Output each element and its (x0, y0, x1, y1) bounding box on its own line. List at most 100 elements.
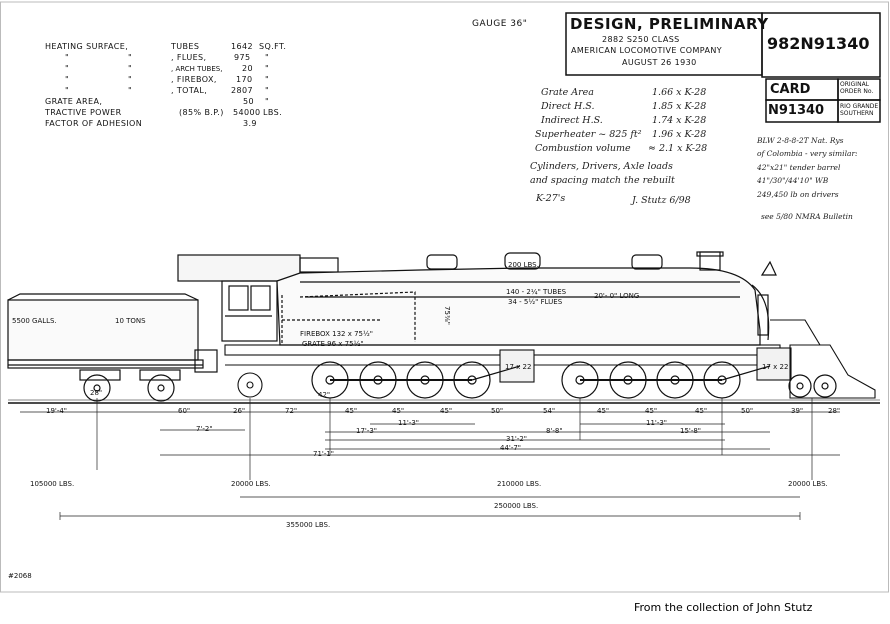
spec-sub: , FIREBOX, (171, 75, 217, 84)
spec-unit: " (265, 64, 270, 73)
front-cylinder-label: 17 x 22 (762, 363, 789, 371)
gauge-label: GAUGE 36" (472, 19, 528, 29)
spec-mid: " (128, 75, 133, 84)
drawing-sheet-number: #2068 (8, 572, 32, 580)
dimension-label: 11'-3" (646, 419, 668, 427)
spec-sub: (85% B.P.) (179, 108, 224, 117)
spec-label: GRATE AREA, (45, 97, 103, 106)
note-value: 1.74 x K-28 (652, 115, 707, 126)
dimension-label: 15'-8" (680, 427, 702, 435)
note-label: Direct H.S. (541, 101, 595, 112)
note-label: Combustion volume (535, 143, 631, 154)
design-class: 2882 S250 CLASS (602, 35, 680, 44)
dimension-label: 44'-7" (500, 444, 522, 452)
side-note-line: of Colombia - very similar: (757, 149, 858, 158)
side-note-line: 41"/30"/44'10" WB (757, 176, 829, 185)
side-note-line: 42"x21" tender barrel (757, 163, 841, 172)
design-date: AUGUST 26 1930 (622, 58, 697, 67)
rear-cylinder-label: 17 x 22 (505, 363, 532, 371)
card-number: N91340 (768, 103, 825, 118)
weight-label: 250000 LBS. (494, 502, 539, 510)
note-value: ≈ 2.1 x K-28 (648, 143, 708, 154)
weight-label: 105000 LBS. (30, 480, 75, 488)
tender-wheel-label: 28" (90, 389, 103, 397)
note-label: Superheater ~ 825 ft² (535, 129, 642, 140)
dimension-label: 50" (491, 407, 504, 415)
side-note-line: BLW 2-8-8-2T Nat. Rys (757, 136, 844, 145)
dimension-label: 72" (285, 407, 298, 415)
locomotive-elevation-drawing (0, 1, 889, 593)
tender (7, 293, 218, 402)
dimension-label: 39" (791, 407, 804, 415)
dimension-label: 45" (597, 407, 610, 415)
dimension-label: 45" (345, 407, 358, 415)
spec-mid: " (128, 64, 133, 73)
spec-label: TRACTIVE POWER (45, 108, 122, 117)
spec-value: 1642 (231, 42, 253, 51)
note-paragraph-line: and spacing match the rebuilt (530, 175, 675, 186)
flues-label: 34 - 5½" FLUES (508, 298, 563, 306)
tubes-label: 140 - 2¼" TUBES (506, 288, 567, 296)
original-order-label: ORIGINAL ORDER No. (840, 81, 874, 96)
spec-sub: TUBES (171, 42, 200, 51)
spec-sub: , ARCH TUBES, (171, 65, 223, 73)
spec-value: 3.9 (243, 119, 257, 128)
dimension-label: 17'-3" (356, 427, 378, 435)
boiler (276, 251, 777, 346)
note-label: Indirect H.S. (541, 115, 603, 126)
cab (177, 254, 339, 342)
spec-value: 54000 (233, 108, 261, 117)
note-value: 1.85 x K-28 (652, 101, 707, 112)
spec-unit: LBS. (263, 108, 283, 117)
tender-capacity-label: 5500 GALLS. (12, 317, 57, 325)
spec-label: " (65, 53, 70, 62)
title-block-lines (565, 12, 881, 123)
firebox-label: FIREBOX 132 x 75½" (300, 330, 374, 338)
weight-label: 210000 LBS. (497, 480, 542, 488)
note-paragraph-line: Cylinders, Drivers, Axle loads (530, 161, 673, 172)
dimension-label: 71'-1" (313, 450, 335, 458)
dimension-label: 50" (741, 407, 754, 415)
dimension-label: 54" (543, 407, 556, 415)
dimension-label: 19'-4" (46, 407, 68, 415)
dimension-label: 60" (178, 407, 191, 415)
spec-mid: " (128, 86, 133, 95)
drawing-number: 982N91340 (767, 34, 870, 53)
note-paragraph-line: K-27's (536, 193, 566, 204)
design-title: DESIGN, PRELIMINARY (570, 15, 769, 33)
running-gear (224, 319, 876, 399)
spec-sub: , FLUES, (171, 53, 207, 62)
card-label: CARD (770, 82, 811, 97)
spec-mid: " (128, 53, 133, 62)
spec-unit: " (265, 75, 270, 84)
spec-label: FACTOR OF ADHESION (45, 119, 143, 128)
dome-pressure-label: 200 LBS. (508, 261, 539, 269)
spec-unit: SQ.FT. (259, 42, 287, 51)
note-label: Grate Area (541, 87, 594, 98)
spec-value: 2807 (231, 86, 253, 95)
note-value: 1.96 x K-28 (652, 129, 707, 140)
weight-label: 20000 LBS. (788, 480, 828, 488)
side-note-line: 249,450 lb on drivers (757, 190, 839, 199)
drawing-sheet: GAUGE 36" DESIGN, PRELIMINARY 2882 S250 … (0, 1, 889, 593)
spec-value: 50 (243, 97, 254, 106)
spec-unit: " (265, 97, 270, 106)
spec-label: HEATING SURFACE, (45, 42, 129, 51)
spec-value: 170 (236, 75, 253, 84)
dimension-label: 45" (645, 407, 658, 415)
note-value: 1.66 x K-28 (652, 87, 707, 98)
spec-label: " (65, 64, 70, 73)
weight-label: 20000 LBS. (231, 480, 271, 488)
dimension-label: 45" (440, 407, 453, 415)
spec-sub: , TOTAL, (171, 86, 208, 95)
boiler-length-label: 20'- 0" LONG (594, 292, 640, 300)
boiler-diameter-label: 75⅜" (442, 306, 451, 325)
dimension-label: 11'-3" (398, 419, 420, 427)
spec-unit: " (265, 53, 270, 62)
spec-label: " (65, 86, 70, 95)
grate-label: GRATE 96 x 75½" (302, 340, 364, 348)
railway-name: RIO GRANDE SOUTHERN (840, 103, 879, 118)
spec-label: " (65, 75, 70, 84)
dimension-label: 8'-8" (546, 427, 563, 435)
dimension-label: 45" (695, 407, 708, 415)
